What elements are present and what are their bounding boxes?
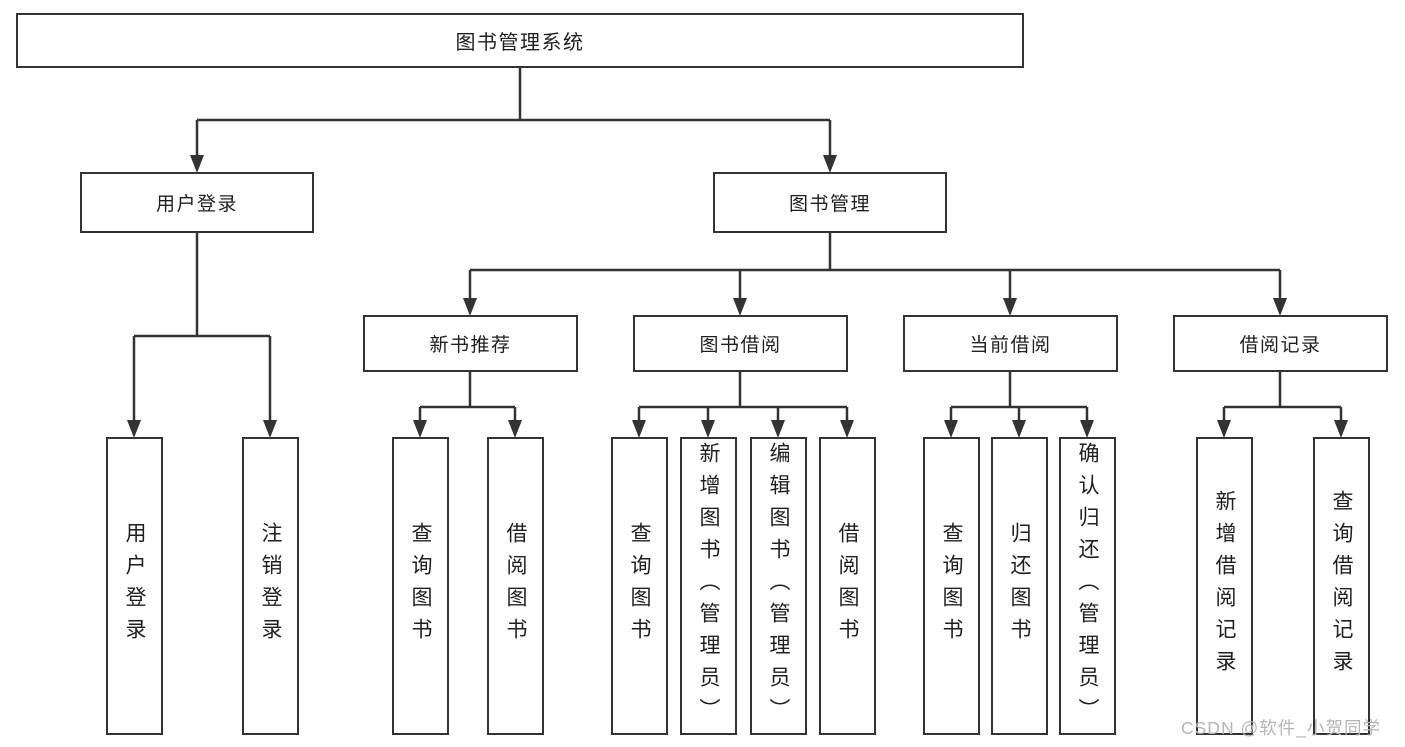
node-cur-confirm-return-admin: 确认归还（管理员） xyxy=(1059,437,1116,735)
connector-line xyxy=(132,233,272,423)
node-cur-query-books: 查询图书 xyxy=(923,437,980,735)
node-bor-edit-book-admin: 编辑图书（管理员） xyxy=(750,437,807,735)
node-bor-add-book-admin: 新增图书（管理员） xyxy=(680,437,737,735)
node-book-borrowing-label: 图书借阅 xyxy=(699,335,782,356)
node-bor-borrow-books: 借阅图书 xyxy=(819,437,876,735)
node-root-label: 图书管理系统 xyxy=(455,32,585,54)
node-new-book-recommend-label: 新书推荐 xyxy=(429,335,512,356)
node-leaf-logout: 注销登录 xyxy=(242,437,299,735)
node-cur-confirm-return-admin-label: 确认归还（管理员） xyxy=(1076,442,1099,730)
node-book-management-label: 图书管理 xyxy=(788,194,871,215)
node-cur-query-books-label: 查询图书 xyxy=(940,522,963,650)
node-current-borrowing-label: 当前借阅 xyxy=(969,335,1052,356)
arrow-down-icon xyxy=(632,420,646,438)
node-rec-query-books-label: 查询图书 xyxy=(409,522,432,650)
arrow-down-icon xyxy=(701,420,715,438)
node-rec-query-borrow-record: 查询借阅记录 xyxy=(1313,437,1370,735)
node-rec-add-borrow-record: 新增借阅记录 xyxy=(1196,437,1253,735)
arrow-down-icon xyxy=(1217,420,1231,438)
node-user-login-label: 用户登录 xyxy=(155,194,238,215)
arrow-down-icon xyxy=(840,420,854,438)
node-leaf-user-login-label: 用户登录 xyxy=(123,522,146,650)
connector-book-borrow-children xyxy=(637,372,849,423)
node-root: 图书管理系统 xyxy=(16,13,1024,68)
node-rec-query-borrow-record-label: 查询借阅记录 xyxy=(1330,490,1353,682)
node-leaf-logout-label: 注销登录 xyxy=(259,522,282,650)
arrow-down-icon xyxy=(263,420,277,438)
node-borrowing-records-label: 借阅记录 xyxy=(1239,335,1322,356)
connector-line xyxy=(1222,372,1343,423)
arrow-down-icon xyxy=(1273,298,1287,316)
connector-new-book-rec-children xyxy=(418,372,517,423)
connector-borrow-record-children xyxy=(1222,372,1343,423)
node-borrowing-records: 借阅记录 xyxy=(1173,315,1388,372)
arrow-down-icon xyxy=(413,420,427,438)
arrow-down-icon xyxy=(771,420,785,438)
connector-book-mgmt-children xyxy=(468,233,1282,300)
connector-line xyxy=(949,372,1089,423)
node-new-book-recommend: 新书推荐 xyxy=(363,315,578,372)
node-book-management: 图书管理 xyxy=(713,172,947,233)
node-bor-query-books: 查询图书 xyxy=(611,437,668,735)
arrow-down-icon xyxy=(1012,420,1026,438)
node-user-login: 用户登录 xyxy=(80,172,314,233)
connector-current-borrow-children xyxy=(949,372,1089,423)
arrow-down-icon xyxy=(1003,298,1017,316)
node-cur-return-books: 归还图书 xyxy=(991,437,1048,735)
arrow-down-icon xyxy=(1334,420,1348,438)
node-cur-return-books-label: 归还图书 xyxy=(1008,522,1031,650)
connector-line xyxy=(195,68,832,158)
connector-line xyxy=(418,372,517,423)
node-bor-edit-book-admin-label: 编辑图书（管理员） xyxy=(767,442,790,730)
node-rec-query-books: 查询图书 xyxy=(392,437,449,735)
node-rec-borrow-books: 借阅图书 xyxy=(487,437,544,735)
arrow-down-icon xyxy=(127,420,141,438)
connector-user-login-children xyxy=(132,233,272,423)
arrow-down-icon xyxy=(190,155,204,173)
node-bor-borrow-books-label: 借阅图书 xyxy=(836,522,859,650)
arrow-down-icon xyxy=(463,298,477,316)
connector-line xyxy=(637,372,849,423)
arrowheads xyxy=(127,155,1348,438)
node-rec-borrow-books-label: 借阅图书 xyxy=(504,522,527,650)
node-book-borrowing: 图书借阅 xyxy=(633,315,848,372)
node-rec-add-borrow-record-label: 新增借阅记录 xyxy=(1213,490,1236,682)
arrow-down-icon xyxy=(733,298,747,316)
node-leaf-user-login: 用户登录 xyxy=(106,437,163,735)
connector-root-to-level2 xyxy=(195,68,832,158)
arrow-down-icon xyxy=(823,155,837,173)
arrow-down-icon xyxy=(508,420,522,438)
node-bor-query-books-label: 查询图书 xyxy=(628,522,651,650)
connector-line xyxy=(468,233,1282,300)
arrow-down-icon xyxy=(944,420,958,438)
arrow-down-icon xyxy=(1080,420,1094,438)
watermark: CSDN @软件_小贺同学 xyxy=(1181,718,1381,738)
node-current-borrowing: 当前借阅 xyxy=(903,315,1118,372)
node-bor-add-book-admin-label: 新增图书（管理员） xyxy=(697,442,720,730)
